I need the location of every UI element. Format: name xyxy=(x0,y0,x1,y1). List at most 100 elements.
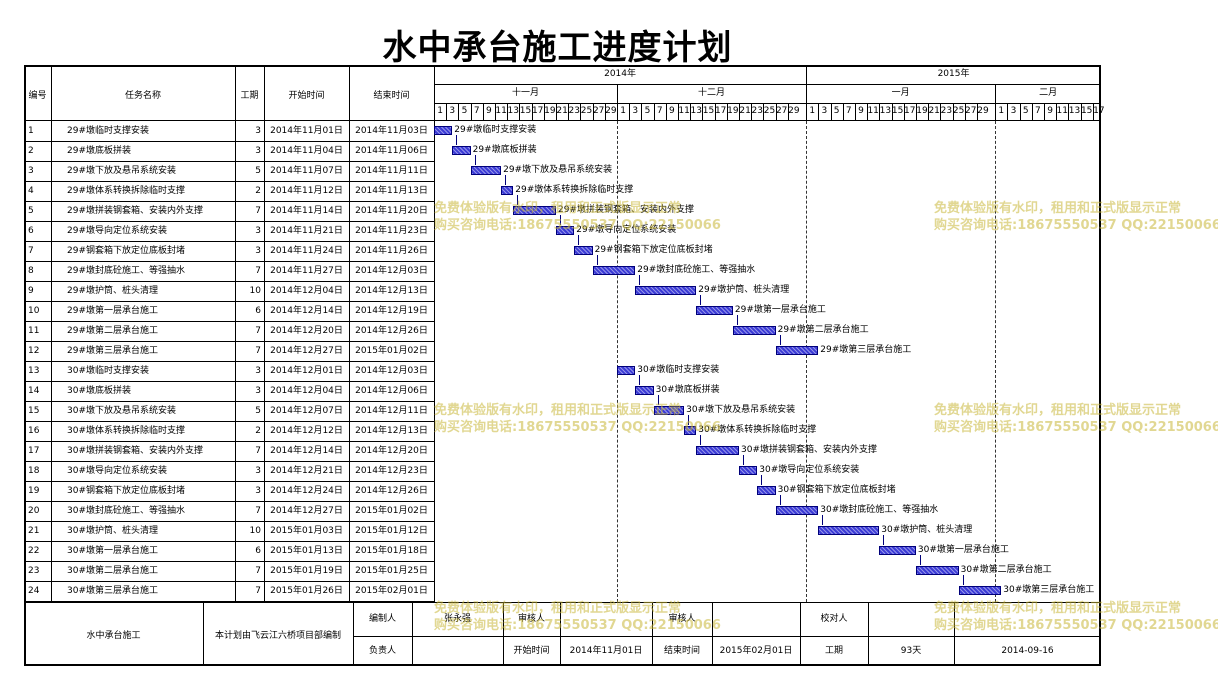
day-label: 9 xyxy=(486,106,492,116)
task-name: 29#钢套箱下放定位底板封堵 xyxy=(67,246,185,256)
day-label: 27 xyxy=(965,106,977,116)
gantt-bar-label: 29#墩体系转换拆除临时支撑 xyxy=(515,185,634,195)
grid-line xyxy=(739,103,740,120)
grid-line xyxy=(976,103,978,120)
day-label: 11 xyxy=(1056,106,1068,116)
footer-date: 2014-09-16 xyxy=(1001,646,1054,656)
task-id: 11 xyxy=(28,326,40,336)
day-label: 17 xyxy=(1093,106,1105,116)
grid-line xyxy=(24,221,434,222)
connector-line xyxy=(883,535,885,545)
task-id: 24 xyxy=(28,586,40,596)
task-duration: 7 xyxy=(255,206,261,216)
grid-line xyxy=(434,84,1101,85)
gantt-bar xyxy=(757,486,776,495)
task-start: 2015年01月26日 xyxy=(270,586,343,596)
task-start: 2014年12月20日 xyxy=(270,326,343,336)
month-label: 二月 xyxy=(1039,88,1058,98)
grid-line xyxy=(24,441,434,442)
task-duration: 3 xyxy=(255,146,261,156)
grid-line xyxy=(24,421,434,422)
grid-line xyxy=(24,501,434,502)
task-id: 22 xyxy=(28,546,40,556)
grid-line xyxy=(653,103,655,120)
task-id: 16 xyxy=(28,426,40,436)
gantt-bar xyxy=(434,126,453,135)
task-start: 2015年01月03日 xyxy=(270,526,343,536)
gantt-bar xyxy=(732,326,776,335)
grid-line xyxy=(690,103,692,120)
task-start: 2014年11月27日 xyxy=(270,266,343,276)
task-id: 14 xyxy=(28,386,40,396)
grid-line xyxy=(995,84,997,120)
grid-line xyxy=(203,602,204,666)
task-name: 29#墩导向定位系统安装 xyxy=(67,226,167,236)
task-id: 21 xyxy=(28,526,40,536)
day-label: 15 xyxy=(519,106,532,116)
gantt-bar-label: 30#墩拼装钢套箱、安装内外支撑 xyxy=(741,445,877,455)
grid-line xyxy=(652,602,653,666)
connector-line xyxy=(688,415,690,425)
gantt-bar xyxy=(635,286,697,295)
day-label: 17 xyxy=(714,106,727,116)
grid-line xyxy=(482,103,484,120)
grid-line xyxy=(470,103,472,120)
task-end: 2014年12月03日 xyxy=(355,366,428,376)
task-name: 30#墩导向定位系统安装 xyxy=(67,466,167,476)
footer-dur: 93天 xyxy=(900,646,922,656)
day-label: 15 xyxy=(702,106,715,116)
connector-line xyxy=(779,495,781,505)
grid-line xyxy=(412,602,413,666)
grid-line xyxy=(891,103,893,120)
task-name: 29#墩临时支撑安装 xyxy=(67,126,149,136)
task-duration: 2 xyxy=(255,426,261,436)
task-end: 2014年12月26日 xyxy=(355,326,428,336)
task-name: 29#墩护筒、桩头清理 xyxy=(67,286,158,296)
gantt-bar xyxy=(915,566,959,575)
grid-line xyxy=(560,602,561,666)
task-id: 1 xyxy=(28,126,34,136)
day-label: 5 xyxy=(833,106,840,116)
grid-line xyxy=(24,581,434,582)
grid-line xyxy=(24,541,434,542)
header-num: 编号 xyxy=(28,91,47,101)
day-label: 17 xyxy=(531,106,544,116)
grid-line xyxy=(24,281,434,282)
gantt-bar xyxy=(818,526,880,535)
task-duration: 7 xyxy=(255,266,261,276)
footer-start-label: 开始时间 xyxy=(513,646,550,656)
footer-end: 2015年02月01日 xyxy=(719,646,793,656)
gantt-bar-label: 29#墩第二层承台施工 xyxy=(777,325,869,335)
day-label: 25 xyxy=(952,106,965,116)
task-id: 9 xyxy=(28,286,34,296)
grid-line xyxy=(24,361,434,362)
task-end: 2014年12月13日 xyxy=(355,286,428,296)
task-end: 2014年12月19日 xyxy=(355,306,428,316)
day-label: 3 xyxy=(1010,106,1017,116)
day-label: 13 xyxy=(507,106,519,116)
gantt-bar-label: 30#墩第二层承台施工 xyxy=(960,565,1052,575)
page-title: 水中承台施工进度计划 xyxy=(382,28,733,68)
gantt-bar xyxy=(696,446,739,455)
task-id: 23 xyxy=(28,566,40,576)
connector-line xyxy=(505,175,507,185)
gantt-bar xyxy=(739,466,758,475)
connector-line xyxy=(596,255,598,265)
task-id: 7 xyxy=(28,246,34,256)
task-duration: 6 xyxy=(255,546,261,556)
connector-line xyxy=(560,215,561,225)
gantt-bar xyxy=(592,266,636,275)
footer-start: 2014年11月01日 xyxy=(569,646,643,656)
task-id: 3 xyxy=(28,166,34,176)
month-label: 十一月 xyxy=(511,88,539,98)
day-label: 9 xyxy=(858,106,864,116)
day-label: 25 xyxy=(763,106,776,116)
task-duration: 3 xyxy=(255,366,261,376)
task-duration: 10 xyxy=(249,526,261,536)
gantt-bar-label: 30#墩下放及悬吊系统安装 xyxy=(686,405,796,415)
day-label: 19 xyxy=(544,106,556,116)
day-label: 13 xyxy=(690,106,702,116)
gantt-bar xyxy=(775,506,819,515)
gantt-bar xyxy=(574,246,593,255)
day-label: 9 xyxy=(669,106,675,116)
